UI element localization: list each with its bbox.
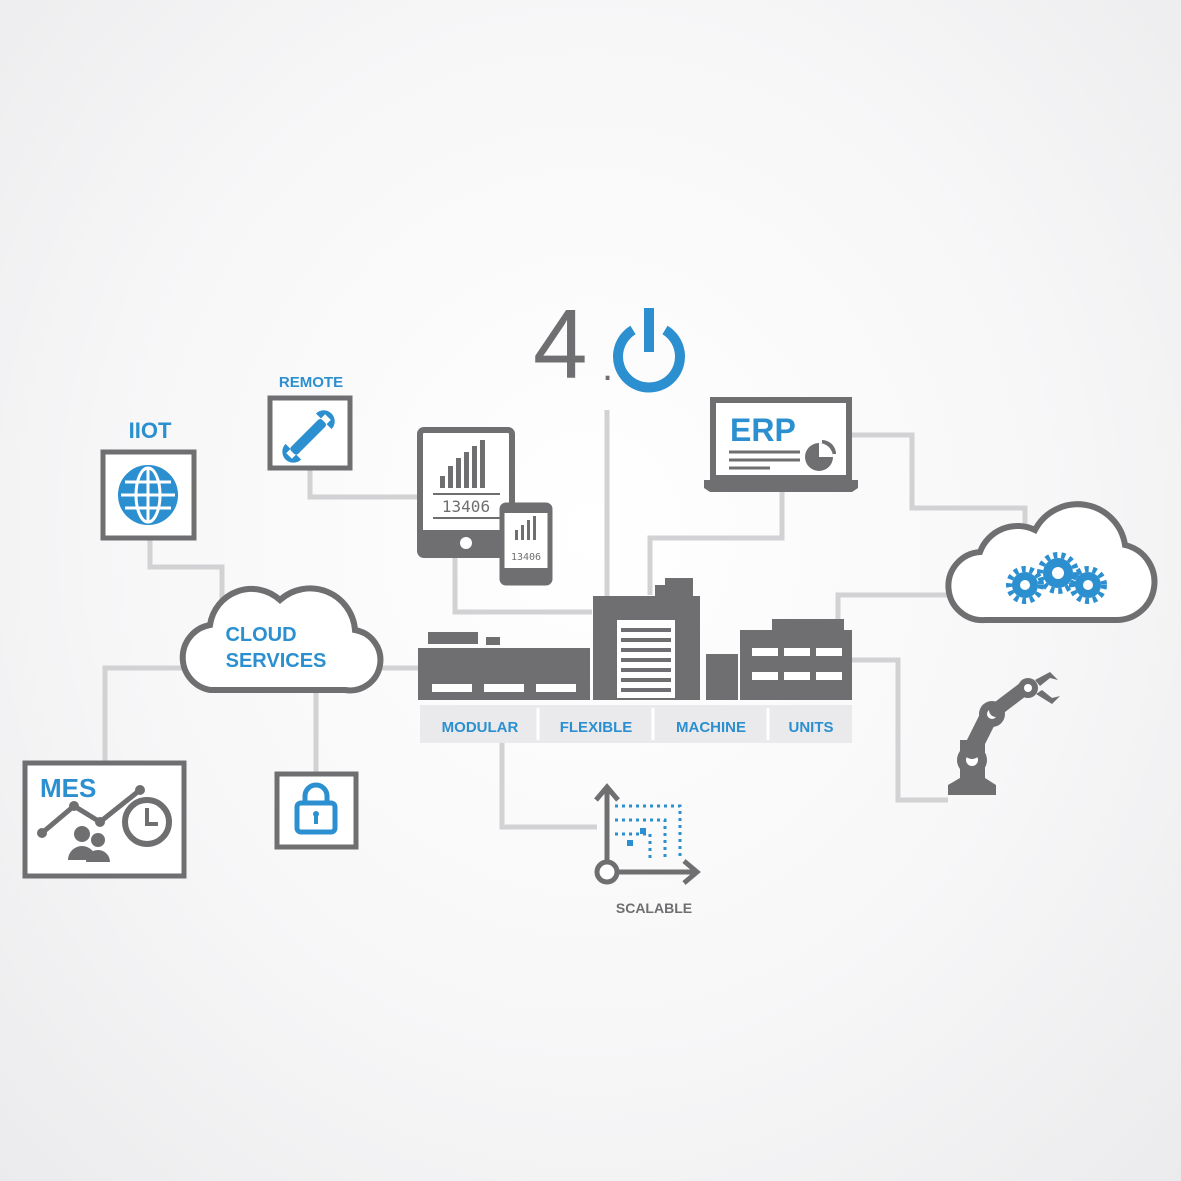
erp-label: ERP bbox=[730, 412, 796, 448]
remote-node: REMOTE bbox=[267, 374, 353, 471]
power-icon bbox=[613, 308, 685, 393]
line-factory-cloudgears bbox=[835, 592, 958, 630]
phone-icon: 13406 bbox=[499, 502, 553, 586]
globe-icon bbox=[118, 465, 178, 525]
line-laptop-factory bbox=[647, 490, 785, 595]
line-factory-robot bbox=[852, 657, 948, 803]
tablet-number: 13406 bbox=[442, 497, 490, 516]
line-factory-scalable bbox=[499, 740, 597, 830]
line-remote-tablet bbox=[307, 470, 418, 500]
line-iiot-cloud bbox=[147, 540, 225, 605]
cloud-gears-icon bbox=[945, 501, 1158, 624]
robot-arm-icon bbox=[948, 672, 1060, 795]
mes-node: MES bbox=[22, 760, 187, 879]
line-tablet-factory bbox=[452, 555, 592, 615]
cloud-label-line1: CLOUD bbox=[225, 624, 296, 646]
remote-label: REMOTE bbox=[279, 374, 343, 391]
cloud-label-line2: SERVICES bbox=[226, 650, 327, 672]
phone-number: 13406 bbox=[511, 552, 541, 563]
strip-label-machine: MACHINE bbox=[676, 719, 746, 736]
strip-label-modular: MODULAR bbox=[442, 719, 519, 736]
industry-4-logo: 4 . bbox=[533, 289, 685, 399]
tablet-icon: 13406 bbox=[417, 427, 515, 558]
logo-dot: . bbox=[602, 345, 613, 389]
line-laptop-cloud bbox=[852, 432, 1028, 525]
scale-axes-icon bbox=[594, 783, 701, 885]
mes-label: MES bbox=[40, 773, 96, 803]
users-icon bbox=[68, 826, 110, 862]
lock-icon bbox=[294, 782, 338, 835]
wrench-icon bbox=[282, 410, 335, 463]
factory-icon bbox=[418, 578, 852, 700]
strip-label-units: UNITS bbox=[789, 719, 834, 736]
connector-lines bbox=[102, 410, 1028, 830]
laptop-icon: ERP bbox=[704, 397, 858, 492]
cloud-services-node: CLOUD SERVICES bbox=[179, 585, 384, 694]
pie-chart-icon bbox=[805, 440, 836, 471]
line-cloud-mes bbox=[102, 665, 185, 762]
security-node bbox=[274, 771, 359, 850]
iiot-node: IIOT bbox=[100, 418, 197, 541]
scalable-node: SCALABLE bbox=[594, 783, 701, 916]
iiot-label: IIOT bbox=[129, 418, 172, 443]
logo-number: 4 bbox=[533, 289, 588, 399]
clock-icon bbox=[122, 797, 172, 847]
factory-label-strip: MODULAR FLEXIBLE MACHINE UNITS bbox=[420, 705, 852, 743]
strip-label-flexible: FLEXIBLE bbox=[560, 719, 633, 736]
scalable-label: SCALABLE bbox=[616, 900, 692, 916]
